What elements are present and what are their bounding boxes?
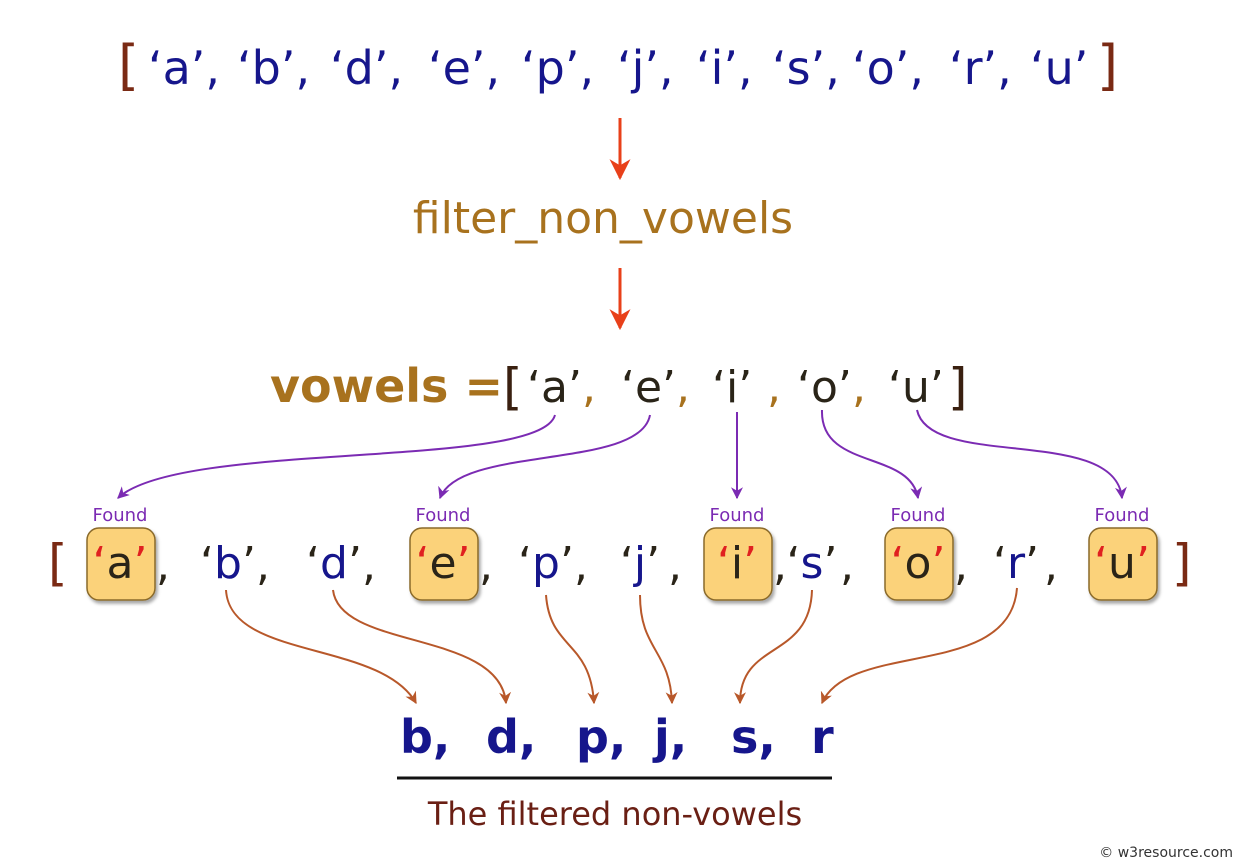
result-caption: The filtered non-vowels — [427, 795, 802, 833]
check-open-bracket: [ — [48, 534, 68, 592]
vowel-separator: , — [582, 362, 596, 413]
list-separator: , — [954, 540, 968, 591]
arrow-icon — [438, 414, 651, 500]
function-name: filter_non_vowels — [413, 193, 793, 244]
found-label: Found — [416, 505, 471, 526]
result-row: b, d, p, j, s, r The filtered non-vowels — [397, 710, 834, 833]
list-separator: , — [362, 540, 376, 591]
list-separator: , — [840, 540, 854, 591]
input-open-bracket: [ — [118, 34, 139, 97]
vowel-item: ‘e’ — [621, 362, 676, 413]
list-item: ‘j’ — [620, 538, 660, 589]
found-box: Found ‘a’ — [86, 505, 156, 601]
result-item: j, — [652, 710, 687, 764]
list-item: ‘s’ — [787, 538, 838, 589]
found-box-bg — [86, 527, 156, 601]
found-label: Found — [1095, 505, 1150, 526]
list-separator: , — [256, 540, 270, 591]
found-label: Found — [93, 505, 148, 526]
input-close-bracket: ] — [1097, 34, 1118, 97]
result-item: s, — [731, 710, 776, 764]
list-separator: , — [773, 540, 787, 591]
vowel-item: ‘a’ — [527, 362, 582, 413]
arrow-icon — [332, 589, 512, 705]
result-arrows — [225, 587, 1018, 705]
input-item: ‘s’, — [772, 41, 840, 95]
watermark: © w3resource.com — [1099, 845, 1233, 861]
found-arrows — [117, 409, 1127, 500]
input-item: ‘i’, — [696, 41, 753, 95]
arrow-icon — [225, 589, 417, 705]
found-box-bg — [409, 527, 479, 601]
list-item: ‘d’ — [306, 538, 362, 589]
input-item: ‘a’, — [148, 41, 220, 95]
list-separator: , — [668, 540, 682, 591]
found-box-bg — [884, 527, 954, 601]
found-letter: ‘i’ — [717, 538, 757, 589]
input-item: ‘e’, — [428, 41, 500, 95]
found-box: Found ‘o’ — [884, 505, 954, 601]
arrow-icon — [639, 594, 678, 705]
found-box-bg — [1088, 527, 1158, 601]
arrow-icon — [820, 409, 923, 500]
input-list-row: [ ‘a’, ‘b’, ‘d’, ‘e’, ‘p’, ‘j’, ‘i’, ‘s’,‘o’, ‘r… — [118, 34, 1118, 97]
input-item: ‘o’, — [852, 41, 924, 95]
found-letter: ‘a’ — [93, 538, 148, 589]
vowels-row: vowels = [ ‘a’,‘e’,‘i’,‘o’,‘u’ ] — [270, 358, 968, 416]
found-letter: ‘o’ — [891, 538, 946, 589]
list-item: ‘p’ — [518, 538, 574, 589]
arrow-icon — [820, 587, 1018, 705]
list-item: ‘b’ — [200, 538, 256, 589]
found-label: Found — [891, 505, 946, 526]
found-box-bg — [703, 527, 773, 601]
arrow-icon — [916, 409, 1127, 500]
input-item: ‘p’, — [521, 41, 594, 95]
result-item: b, — [400, 710, 450, 764]
list-separator: , — [156, 540, 170, 591]
found-label: Found — [710, 505, 765, 526]
result-item: d, — [486, 710, 536, 764]
vowel-item: ‘o’ — [797, 362, 852, 413]
found-letter: ‘u’ — [1094, 538, 1150, 589]
vowel-separator: , — [767, 362, 781, 413]
input-item: ‘j’, — [617, 41, 674, 95]
arrow-icon — [117, 414, 556, 499]
list-separator: , — [479, 540, 493, 591]
vowel-separator: , — [852, 362, 866, 413]
result-item: r — [811, 710, 834, 764]
input-item: ‘r’, — [949, 41, 1012, 95]
vowel-separator: , — [676, 362, 690, 413]
list-item: ‘r’ — [993, 538, 1039, 589]
arrow-icon — [545, 594, 600, 705]
found-box: Found ‘e’ — [409, 505, 479, 601]
vowels-open-bracket: [ — [503, 358, 523, 416]
input-item: ‘b’, — [237, 41, 310, 95]
vowels-prefix: vowels = — [270, 359, 503, 413]
found-box: Found ‘u’ — [1088, 505, 1158, 601]
result-item: p, — [576, 710, 626, 764]
vowels-close-bracket: ] — [948, 358, 968, 416]
input-item: ‘u’ — [1030, 41, 1088, 95]
found-box: Found ‘i’ — [703, 505, 773, 601]
found-letter: ‘e’ — [415, 538, 470, 589]
check-close-bracket: ] — [1172, 534, 1192, 592]
check-list-row: [ Found‘a’,‘b’,‘d’,Found‘e’,‘p’,‘j’,Foun… — [48, 505, 1192, 601]
vowel-item: ‘u’ — [888, 362, 944, 413]
input-item: ‘d’, — [330, 41, 403, 95]
arrow-icon — [734, 589, 813, 705]
list-separator: , — [1044, 540, 1058, 591]
vowel-item: ‘i’ — [712, 362, 752, 413]
list-separator: , — [574, 540, 588, 591]
